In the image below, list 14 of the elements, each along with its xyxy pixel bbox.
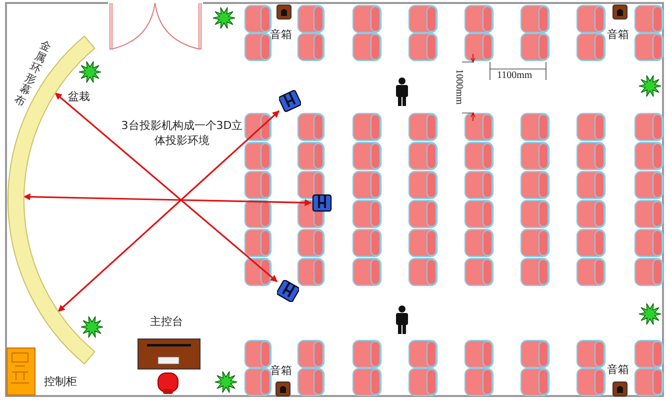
speaker-label: 音箱 <box>607 363 629 378</box>
dimension-label: 1000mm <box>452 68 466 105</box>
arrow <box>23 193 312 206</box>
speaker-label: 音箱 <box>270 28 292 43</box>
cabinet-label: 控制柜 <box>44 375 77 390</box>
arrow <box>54 92 278 282</box>
plant-label: 盆栽 <box>68 90 90 105</box>
arrow <box>58 110 280 312</box>
screen-label: 金属环形幕布 <box>12 39 53 110</box>
console-label: 主控台 <box>150 315 183 330</box>
dimension-label: 1100mm <box>497 69 532 82</box>
speaker-label: 音箱 <box>607 28 629 43</box>
caption: 3台投影机构成一个3D立体投影环境 <box>120 119 244 149</box>
speaker-label: 音箱 <box>270 364 292 379</box>
